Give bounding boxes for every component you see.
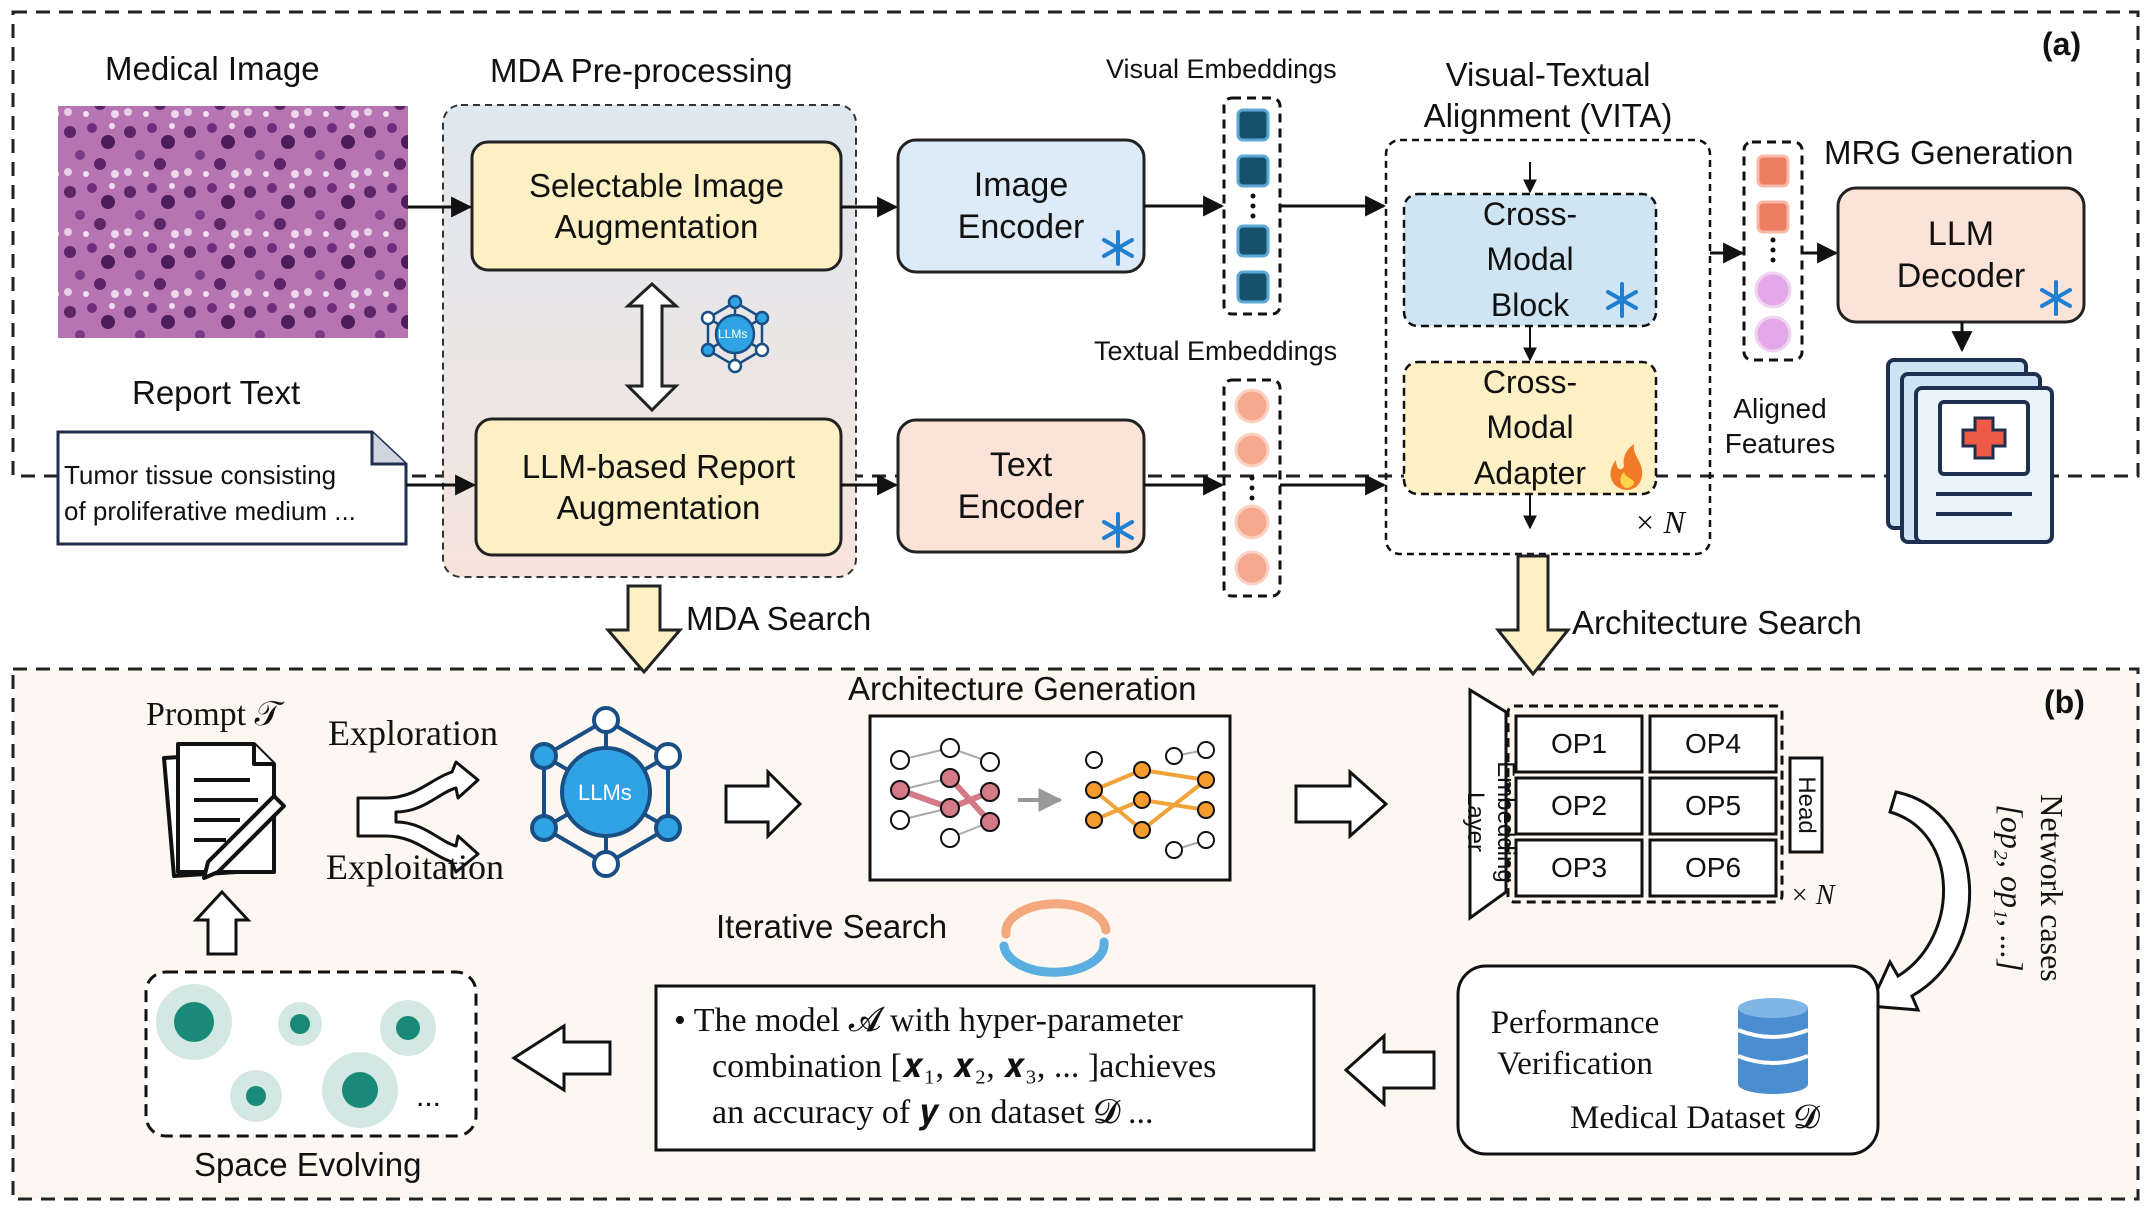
llm-hub-label: LLMs: [578, 780, 632, 805]
panel-a-frame: [11, 10, 2140, 478]
space-evolving-label: Space Evolving: [194, 1146, 422, 1183]
mda-title: MDA Pre-processing: [490, 52, 793, 89]
architecture-generation-title: Architecture Generation: [848, 670, 1197, 707]
report-document: [56, 430, 408, 546]
llm-hub-icon: [530, 706, 682, 878]
panel-a-tag: (a): [2042, 26, 2082, 62]
model-text-line-1: • The model 𝓐 with hyper-parameter: [674, 1002, 1183, 1039]
mrg-title: MRG Generation: [1824, 134, 2074, 171]
op4-label: OP4: [1684, 728, 1742, 759]
up-arrow: [192, 889, 252, 956]
textual-embedding-circles: [1234, 388, 1270, 586]
textual-embeddings-column: [1222, 378, 1282, 598]
head-label: Head: [1793, 776, 1820, 834]
snowflake-icon: [1102, 230, 1134, 266]
explore-exploit-arrow: [356, 760, 480, 874]
report-text-label: Report Text: [132, 374, 301, 411]
medical-dataset-label: Medical Dataset 𝓓: [1570, 1100, 1819, 1136]
architecture-search-label: Architecture Search: [1572, 604, 1862, 641]
iterative-search-label: Iterative Search: [716, 908, 948, 945]
op-cell: [1514, 776, 1644, 836]
network-graph-left: [890, 738, 1000, 848]
medical-report-icon: [1886, 358, 2054, 544]
prompt-document-icon: [162, 742, 286, 880]
op-cell: [1648, 714, 1778, 774]
fire-icon: [1610, 444, 1643, 490]
medical-image-label: Medical Image: [105, 50, 320, 87]
op-cell: [1514, 714, 1644, 774]
op-cell: [1648, 776, 1778, 836]
right-arrow: [1294, 768, 1389, 840]
database-icon: [1737, 998, 1809, 1094]
op1-label: OP1: [1550, 728, 1608, 759]
report-text-line-1: Tumor tissue consisting: [64, 460, 337, 490]
space-clusters: [156, 984, 436, 1128]
op-cell: [1514, 838, 1644, 898]
llm-hub-small-label: LLMs: [718, 327, 748, 341]
op2-label: OP2: [1550, 790, 1608, 821]
textual-embeddings-label: Textual Embeddings: [1094, 336, 1338, 366]
model-text-line-3: an accuracy of 𝒚 on dataset 𝓓 ...: [712, 1094, 1154, 1131]
report-text-line-2: of proliferative medium ...: [64, 496, 356, 526]
architecture-search-arrow: [1494, 554, 1572, 677]
mda-search-arrow: [604, 584, 684, 675]
snowflake-icon: [1102, 512, 1134, 548]
head-box: [1788, 756, 1824, 854]
left-arrow: [511, 1023, 612, 1093]
op3-label: OP3: [1550, 852, 1608, 883]
left-arrow: [1343, 1032, 1436, 1108]
op6-label: OP6: [1684, 852, 1742, 883]
model-text-line-2: combination [𝒙₁, 𝒙₂, 𝒙₃, ... ]achieves: [712, 1048, 1217, 1085]
space-ellipsis: ...: [416, 1080, 442, 1113]
embedding-layer-shape: [1468, 687, 1508, 921]
aligned-feature-marks: [1754, 154, 1792, 353]
exploration-label: Exploration: [328, 713, 498, 753]
refresh-icon: [999, 899, 1111, 977]
visual-embeddings-label: Visual Embeddings: [1106, 54, 1337, 84]
medical-image: [58, 106, 408, 338]
curved-arrow: [1867, 790, 1972, 1012]
prompt-label: Prompt 𝒯: [146, 696, 281, 733]
exploitation-label: Exploitation: [326, 847, 504, 887]
ops-repeat-label: × N: [1790, 880, 1835, 911]
model-text-box: [654, 984, 1316, 1152]
mda-search-label: MDA Search: [686, 600, 872, 637]
vita-container: [1384, 138, 1712, 556]
network-graph-right: [1085, 741, 1215, 859]
op5-label: OP5: [1684, 790, 1742, 821]
op-cell: [1648, 838, 1778, 898]
network-cases-label: Network cases[op₂, op₁, ...]: [1994, 794, 2070, 982]
llm-hub-small-icon: [700, 294, 770, 374]
snowflake-icon: [1606, 282, 1638, 318]
panel-b-tag: (b): [2044, 684, 2085, 720]
vita-repeat-label: × N: [1634, 504, 1685, 540]
snowflake-icon: [2040, 280, 2072, 316]
double-arrow-icon: [624, 281, 680, 413]
visual-embedding-squares: [1236, 108, 1270, 304]
right-arrow: [724, 768, 803, 840]
ops-container: [1506, 704, 1784, 904]
